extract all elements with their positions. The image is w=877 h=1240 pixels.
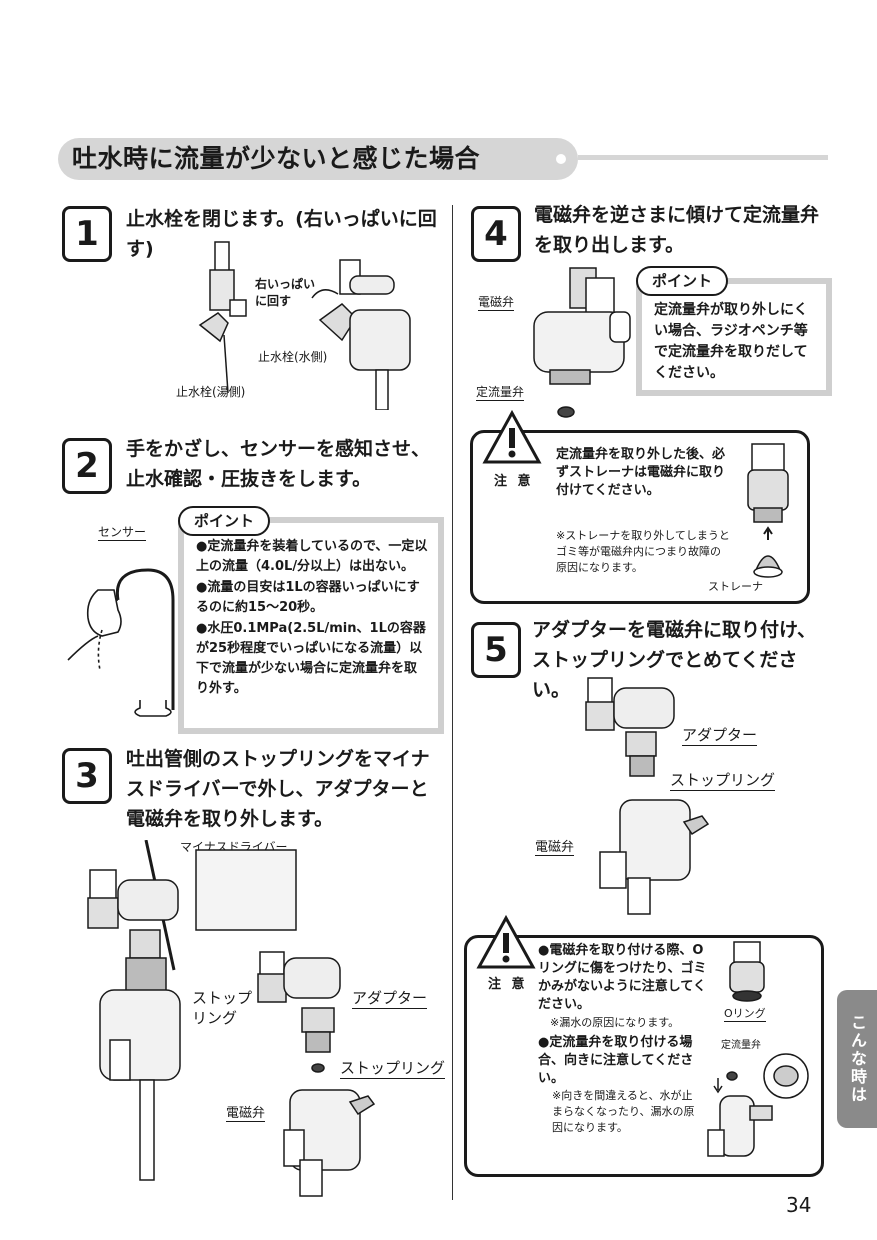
step1-illustration — [198, 241, 411, 410]
step5-text: アダプターを電磁弁に取り付け、ストップリングでとめてください。 — [532, 619, 817, 701]
label-valve-step5: 電磁弁 — [535, 836, 575, 856]
warning-icon — [476, 915, 536, 969]
label-flow-valve-caution2: 定流量弁 — [721, 1040, 761, 1051]
column-divider — [452, 205, 453, 1200]
warning-icon — [482, 410, 542, 464]
step4-point-tag: ポイント — [636, 266, 729, 296]
caution1-main: 定流量弁を取り外した後、必ずストレーナは電磁弁に取り付けてください。 — [556, 447, 726, 498]
faucet-hand-illustration — [67, 568, 175, 717]
label-stopcock-hot: 止水栓(湯側) — [176, 385, 246, 399]
step1-number: 1 — [62, 206, 112, 262]
point-item: ●水圧0.1MPa(2.5L/min、1Lの容器が25秒程度でいっぱいになる流量… — [196, 621, 426, 696]
label-stopring-step5: ストップリング — [670, 771, 776, 791]
step3-text: 吐出管側のストップリングをマイナスドライバーで外し、アダプターと電磁弁を取り外し… — [126, 748, 430, 830]
step4-point-text: 定流量弁が取り外しにくい場合、ラジオペンチ等で定流量弁を取りだしてください。 — [642, 284, 826, 390]
step3-illustration — [87, 840, 376, 1197]
oring-illustration — [729, 941, 765, 1002]
page-number: 34 — [786, 1193, 812, 1217]
title-rule — [578, 155, 828, 160]
caution2-note-2: ※向きを間違えると、水が止まらなくなったり、漏水の原因になります。 — [552, 1089, 695, 1134]
caution2-main-1: ●電磁弁を取り付ける際、Oリングに傷をつけたり、ゴミかみがないように注意してくだ… — [538, 943, 707, 1012]
caution2-note-1: ※漏水の原因になります。 — [550, 1016, 680, 1029]
title-dot — [553, 151, 569, 167]
label-flow-valve-step4: 定流量弁 — [476, 385, 525, 401]
step2-number: 2 — [62, 438, 112, 494]
label-turn-right: 右いっぱい に回す — [255, 277, 316, 308]
step2-point-box: ●定流量弁を装着しているので、一定以上の流量（4.0L/分以上）は出ない。 ●流… — [178, 517, 444, 734]
step4-point-box: 定流量弁が取り外しにくい場合、ラジオペンチ等で定流量弁を取りだしてください。 — [636, 278, 832, 396]
step3-number: 3 — [62, 748, 112, 804]
label-stopcock-water: 止水栓(水側) — [258, 350, 328, 364]
label-adapter-step3: アダプター — [352, 989, 428, 1009]
step4-text: 電磁弁を逆さまに傾けて定流量弁を取り出します。 — [534, 204, 820, 256]
step4-number: 4 — [471, 206, 521, 262]
step2-point-tag: ポイント — [178, 506, 271, 536]
page-title: 吐水時に流量が少ないと感じた場合 — [72, 144, 481, 173]
strainer-illustration — [747, 443, 789, 578]
step5-number: 5 — [471, 622, 521, 678]
label-adapter-step5: アダプター — [682, 726, 758, 746]
flow-valve-install-illustration — [707, 1053, 809, 1157]
label-valve-step3: 電磁弁 — [226, 1102, 266, 1122]
label-stopring-left: ストップ リング — [192, 989, 253, 1027]
step1-text: 止水栓を閉じます。(右いっぱいに回す) — [126, 208, 437, 260]
caution2-main-2: ●定流量弁を取り付ける場合、向きに注意してください。 — [538, 1035, 694, 1086]
side-tab[interactable]: こんな時は — [837, 990, 877, 1128]
caution1-note: ※ストレーナを取り外してしまうとゴミ等が電磁弁内につまり故障の原因になります。 — [556, 529, 730, 574]
label-sensor: センサー — [98, 525, 147, 541]
label-stopring-step3: ストップリング — [340, 1059, 446, 1079]
step4-illustration — [533, 267, 631, 418]
label-strainer: ストレーナ — [708, 580, 763, 593]
point-item: ●流量の目安は1Lの容器いっぱいにするのに約15〜20秒。 — [196, 580, 420, 615]
label-oring: Oリング — [724, 1007, 766, 1022]
point-item: ●定流量弁を装着しているので、一定以上の流量（4.0L/分以上）は出ない。 — [196, 539, 428, 574]
step2-text: 手をかざし、センサーを感知させ、止水確認・圧抜きをします。 — [126, 438, 431, 490]
caution-label-1: 注 意 — [494, 474, 534, 489]
label-valve-step4: 電磁弁 — [478, 295, 515, 311]
caution-label-2: 注 意 — [488, 977, 528, 992]
step5-illustration — [585, 677, 710, 915]
section-title-background — [58, 138, 578, 180]
